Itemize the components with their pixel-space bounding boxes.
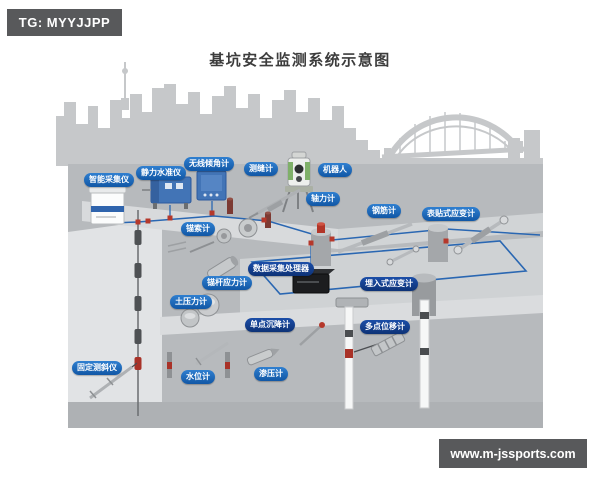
settlement-gauge-device (299, 297, 369, 410)
wireless-inclinometer-device (196, 170, 227, 201)
watermark-top-left: TG: MYYJJPP (7, 9, 122, 36)
device-label-earth-pressure-gauge: 土压力计 (170, 295, 212, 309)
crack-gauge-device (248, 188, 301, 219)
watermark-bottom-right: www.m-jssports.com (439, 439, 587, 468)
device-label-data-processor: 数据采集处理器 (248, 262, 314, 276)
inclinometer-casing (134, 210, 142, 416)
robot-total-station-device (282, 151, 314, 213)
piezometer-probe (246, 348, 280, 366)
surface-sensor-posts (227, 197, 271, 228)
axial-force-column-device (311, 222, 331, 266)
page-title: 基坑安全监测系统示意图 (209, 52, 391, 69)
rebar-gauge-device (337, 222, 413, 254)
device-label-rebar-gauge: 钢筋计 (367, 204, 401, 218)
smart-collector-device (88, 185, 127, 225)
pit-wall-left (68, 219, 162, 416)
surface-strain-gauge-device (428, 215, 509, 262)
water-level-probe (167, 341, 230, 378)
device-label-crack-gauge: 测缝计 (244, 162, 278, 176)
device-label-static-level: 静力水准仪 (136, 166, 186, 180)
device-label-water-level-gauge: 水位计 (181, 370, 215, 384)
device-label-multipoint-displacement-gauge: 多点位移计 (360, 320, 410, 334)
fixed-inclinometer-probe (89, 362, 138, 400)
device-label-anchor-cable-gauge: 锚索计 (181, 222, 215, 236)
junction-connectors (135, 210, 449, 246)
device-label-single-point-settlement-gauge: 单点沉降计 (245, 318, 295, 332)
harbour-bridge (381, 112, 527, 161)
device-label-surface-strain-gauge: 表贴式应变计 (422, 207, 480, 221)
skyline-silhouette (56, 62, 543, 166)
device-label-piezometer: 渗压计 (254, 367, 288, 381)
anchor-cable-gauge-device (167, 218, 258, 253)
device-label-fixed-inclinometer: 固定测斜仪 (72, 361, 122, 375)
device-label-smart-collector: 智能采集仪 (84, 173, 134, 187)
device-label-anchor-rod-stress-gauge: 锚杆应力计 (202, 276, 252, 290)
tower-spire (121, 62, 129, 110)
embedded-strain-device (386, 245, 436, 409)
device-label-wireless-inclinometer: 无线倾角计 (184, 157, 234, 171)
device-label-axial-force-gauge: 轴力计 (306, 192, 340, 206)
pit-floor-lower (68, 402, 543, 428)
device-label-embedded-strain-gauge: 埋入式应变计 (360, 277, 418, 291)
device-label-robot: 机器人 (318, 163, 352, 177)
multipoint-displacement-device (353, 331, 406, 357)
